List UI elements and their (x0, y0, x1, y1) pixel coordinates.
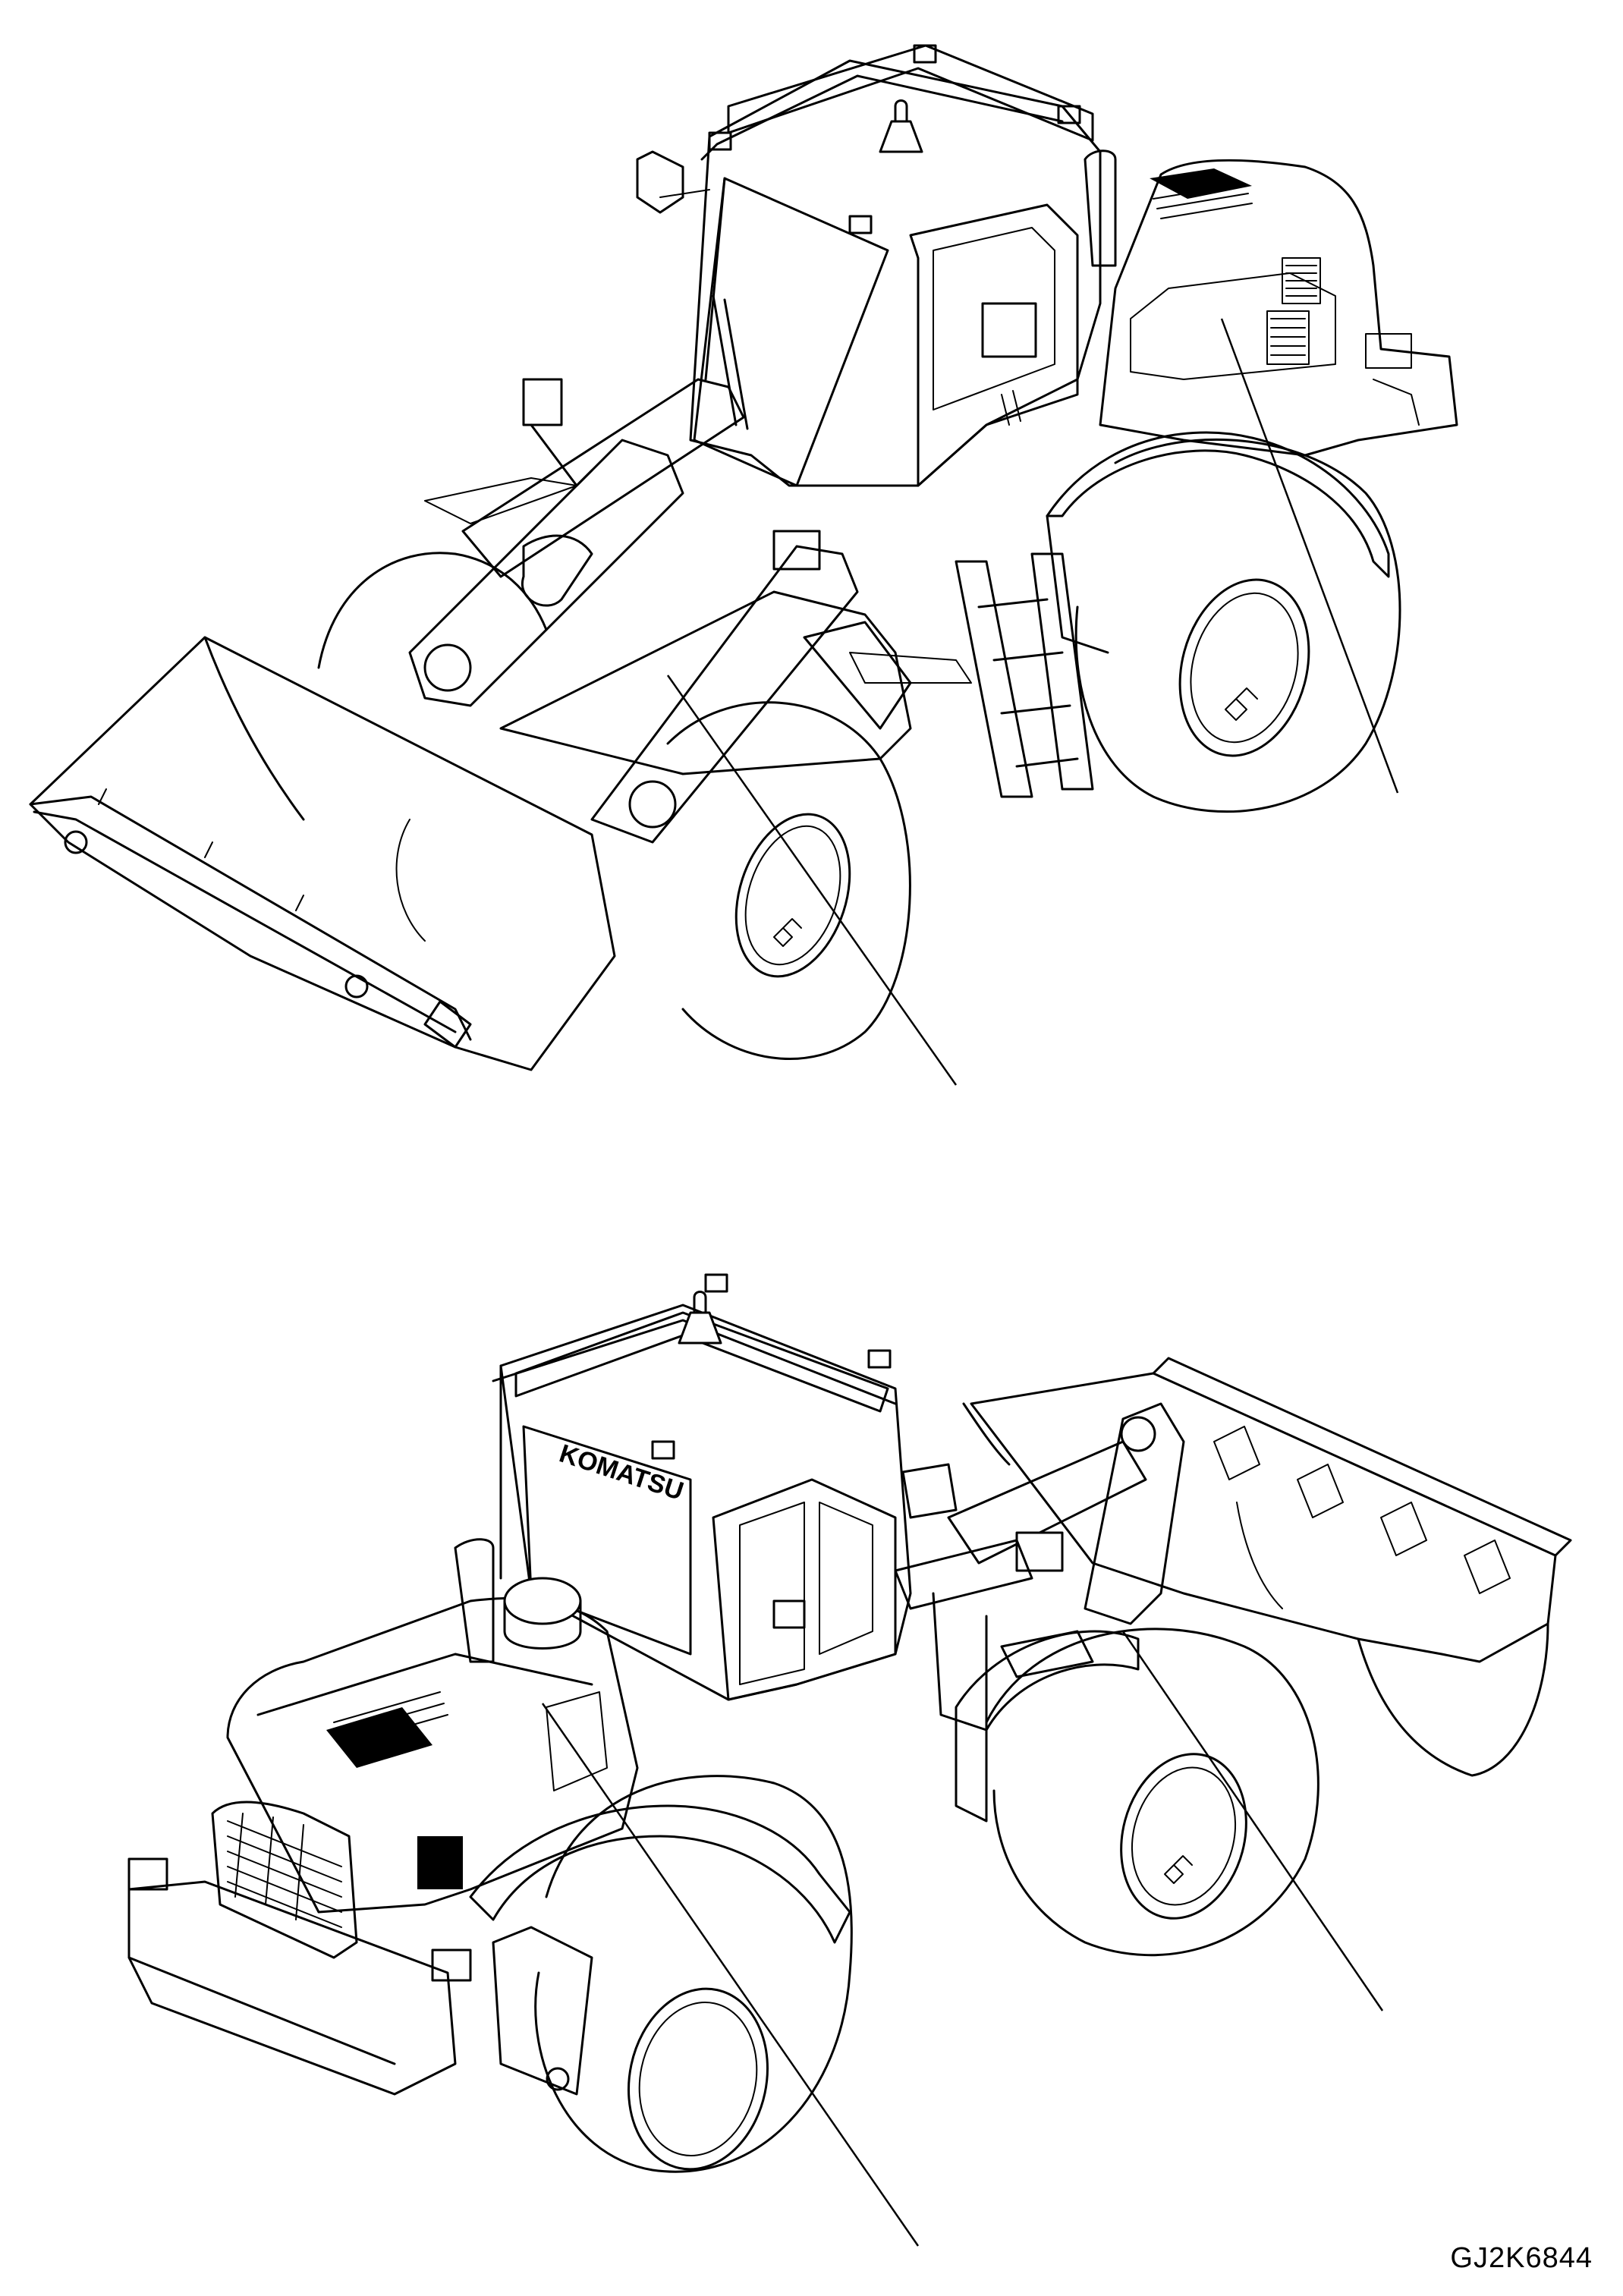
front-view-loader (29, 44, 1458, 1071)
callout-leader-4 (1121, 1631, 1384, 2011)
callout-leader-3 (541, 1703, 920, 2247)
rear-fender-bottom (469, 1804, 851, 2096)
callout-leader-1 (666, 675, 958, 1086)
front-wheel-top (666, 701, 911, 1060)
cab-top (636, 44, 1102, 487)
engine-hood-bottom (226, 1538, 639, 1914)
rear-fender-top (1046, 431, 1390, 654)
bucket-top (29, 636, 616, 1071)
ladder-top (955, 552, 1094, 798)
brand-mark: KOMATSU (556, 1439, 687, 1505)
lift-arms-top (408, 378, 972, 844)
front-wheel-bottom (985, 1628, 1319, 1957)
callout-leader-2 (1220, 318, 1399, 794)
rear-wheel-top (1074, 438, 1401, 813)
rear-view-loader: KOMATSU (127, 1273, 1572, 2173)
front-fender-bottom (955, 1630, 1140, 1823)
exhaust-stack-top (1084, 149, 1117, 267)
bucket-bottom (962, 1357, 1572, 1777)
rear-wheel-bottom (534, 1775, 853, 2173)
drawing-code: GJ2K6844 (1450, 2242, 1593, 2274)
cab-bottom: KOMATSU (492, 1273, 958, 1701)
engine-hood-top (1099, 159, 1458, 457)
rear-grille-bottom (127, 1801, 472, 2096)
